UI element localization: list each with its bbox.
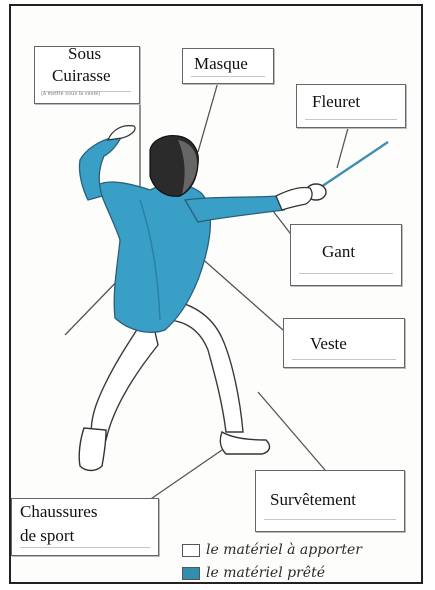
foil-blade — [312, 142, 388, 193]
legend-item-apporter: le matériel à apporter — [182, 542, 362, 558]
label-rule — [305, 119, 397, 120]
label-chaussures-line2: de sport — [20, 526, 74, 546]
glove — [276, 187, 312, 210]
label-rule — [191, 76, 265, 77]
pointer-veste — [198, 255, 283, 330]
label-sous-cuirasse-note: (à mettre sous la veste) — [41, 91, 100, 97]
pointer-survetement — [258, 392, 325, 470]
label-sous-cuirasse-line2: Cuirasse — [52, 66, 111, 86]
pointer-masque — [198, 82, 218, 152]
label-masque-text: Masque — [194, 54, 248, 74]
legend-label-prete: le matériel prêté — [206, 565, 325, 581]
label-rule — [264, 519, 396, 520]
label-rule — [20, 547, 150, 548]
back-hand — [108, 126, 135, 140]
back-shoe — [79, 428, 106, 471]
pointer-chaussures — [142, 450, 222, 505]
legend-label-apporter: le matériel à apporter — [206, 542, 362, 558]
label-gant-text: Gant — [322, 242, 355, 262]
legend-swatch-white — [182, 544, 200, 557]
label-fleuret-text: Fleuret — [312, 92, 360, 112]
sword-arm — [185, 196, 284, 222]
label-survetement-text: Survêtement — [270, 490, 356, 510]
label-veste-text: Veste — [310, 334, 347, 354]
label-sous-cuirasse-line1: Sous — [68, 44, 101, 64]
pointer-fleuret — [337, 128, 348, 168]
legend-item-prete: le matériel prêté — [182, 565, 325, 581]
label-rule — [299, 273, 393, 274]
label-rule — [292, 359, 396, 360]
label-chaussures-line1: Chaussures — [20, 502, 97, 522]
front-shoe — [220, 432, 269, 454]
legend-swatch-blue — [182, 567, 200, 580]
